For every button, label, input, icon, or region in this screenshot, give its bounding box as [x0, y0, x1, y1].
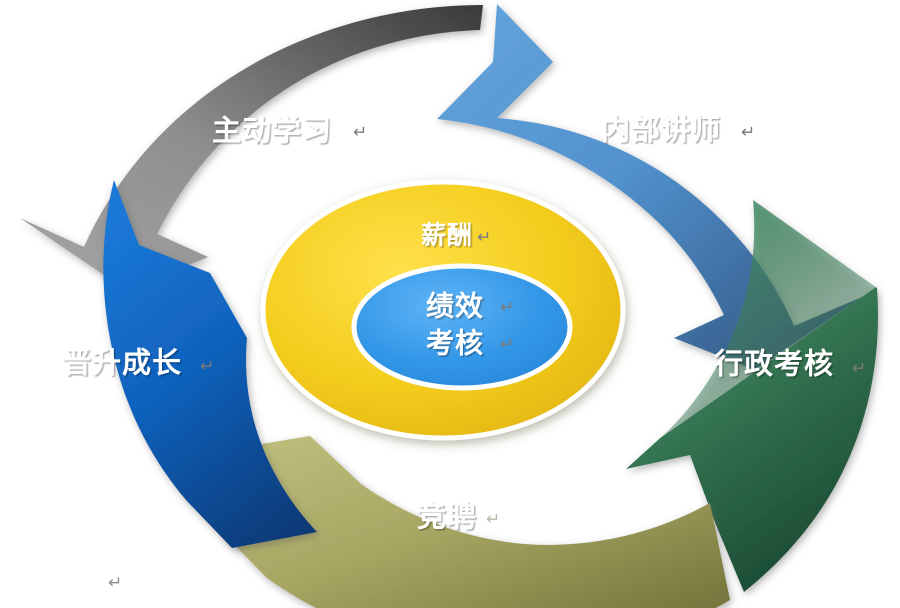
- return-mark-compensation: ↵: [477, 227, 491, 246]
- stray-return-mark: ↵: [108, 573, 122, 592]
- return-mark-active-learning: ↵: [353, 122, 367, 141]
- segment-label-text: 行政考核: [713, 348, 834, 381]
- segment-label-text: 主动学习: [212, 114, 332, 148]
- return-mark-competitive-recruitment: ↵: [486, 509, 500, 528]
- label-competitive-recruitment: 竞聘: [417, 500, 477, 534]
- return-mark-promotion-growth: ↵: [200, 356, 214, 375]
- segment-label-text: 竞聘: [417, 500, 477, 534]
- segment-label-text: 晋升成长: [62, 347, 182, 380]
- label-internal-trainer: 内部讲师: [601, 113, 721, 147]
- return-mark-core-line1: ↵: [500, 297, 514, 316]
- return-mark-internal-trainer: ↵: [741, 122, 755, 141]
- ring-label-text: 薪酬: [421, 222, 473, 250]
- segment-administrative-assessment[interactable]: [626, 200, 878, 592]
- segment-promotion-growth[interactable]: [103, 180, 317, 548]
- label-active-learning: 主动学习: [212, 114, 332, 148]
- segment-active-learning[interactable]: [20, 5, 483, 290]
- label-compensation: 薪酬: [421, 222, 473, 250]
- segment-label-text: 内部讲师: [601, 113, 721, 147]
- core-label-line2: 考核: [426, 327, 484, 358]
- center-core[interactable]: [351, 263, 573, 391]
- segment-competitive-recruitment[interactable]: [222, 436, 730, 608]
- return-mark-administrative-assessment: ↵: [852, 358, 866, 377]
- label-promotion-growth: 晋升成长: [62, 347, 182, 380]
- label-performance-review: 绩效 考核: [426, 290, 484, 358]
- return-mark-core-line2: ↵: [500, 334, 514, 353]
- label-administrative-assessment: 行政考核: [713, 348, 834, 381]
- core-label-line1: 绩效: [426, 290, 484, 321]
